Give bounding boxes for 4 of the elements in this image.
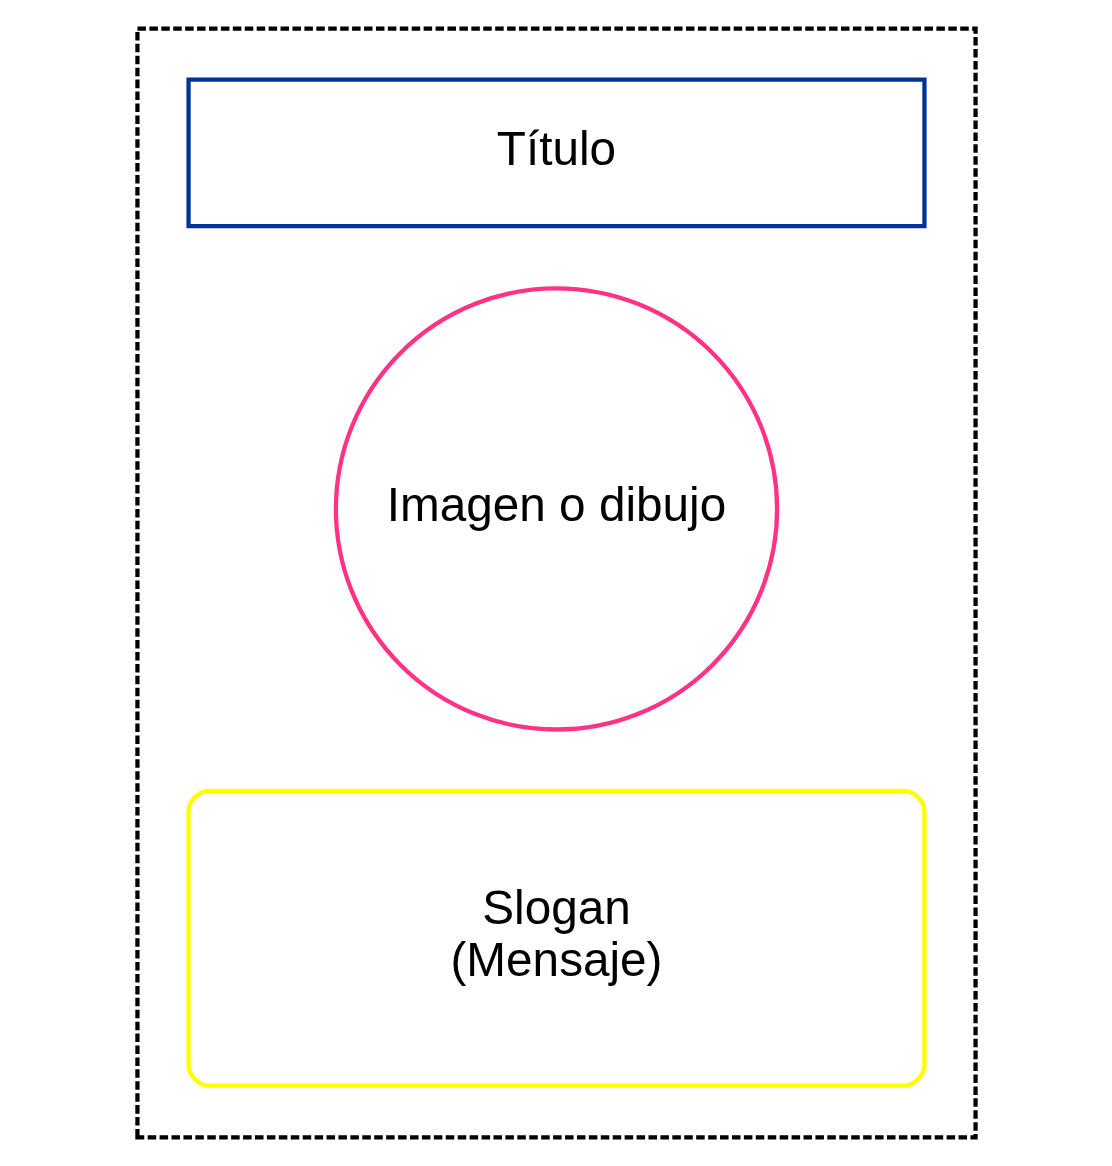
- node-box: Título: [185, 77, 927, 229]
- node-circle: Imagen o dibujo: [333, 286, 779, 732]
- cluster: [134, 26, 978, 1140]
- node-box: Slogan (Mensaje): [185, 788, 927, 1088]
